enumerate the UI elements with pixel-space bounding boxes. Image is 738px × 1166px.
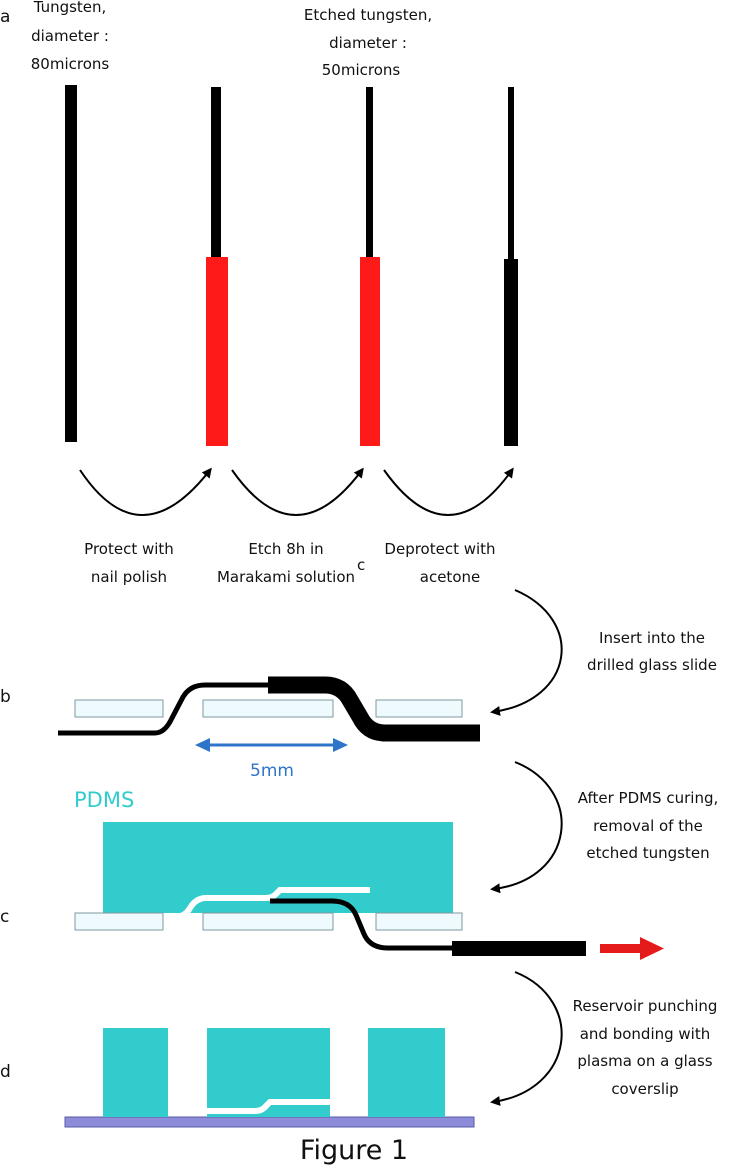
dimension-5mm: [195, 738, 348, 752]
step-etch-label: Etch 8h in Marakami solution: [217, 540, 355, 586]
panel-label-b: b: [0, 687, 11, 707]
pdms-block: [103, 822, 453, 913]
svg-text:drilled glass slide: drilled glass slide: [587, 656, 717, 674]
nail-polish-coating-2: [360, 257, 380, 446]
wire-protected: [206, 87, 228, 446]
svg-text:Tungsten,: Tungsten,: [33, 0, 107, 16]
glass-slide-b: [74, 699, 463, 718]
glass-slide-c: [74, 912, 463, 931]
svg-text:removal of the: removal of the: [593, 817, 703, 835]
nail-polish-coating-1: [206, 257, 228, 446]
svg-text:Etch 8h in: Etch 8h in: [248, 540, 323, 558]
svg-text:etched tungsten: etched tungsten: [586, 844, 709, 862]
step-insert-label: Insert into the drilled glass slide: [587, 629, 717, 674]
svg-text:Etched tungsten,: Etched tungsten,: [304, 6, 432, 24]
pdms-label: PDMS: [74, 788, 134, 812]
svg-text:plasma on a glass: plasma on a glass: [577, 1052, 712, 1070]
wire-inserted-thick: [268, 676, 480, 742]
process-arrow-insert: [490, 589, 563, 716]
panel-label-c: c: [0, 907, 9, 927]
pull-arrow: [600, 937, 664, 960]
tungsten-label: Tungsten, diameter : 80microns: [31, 0, 110, 73]
svg-text:nail polish: nail polish: [91, 568, 167, 586]
step-arrow-3: [383, 467, 514, 516]
svg-text:50microns: 50microns: [322, 61, 401, 79]
panel-label-a: a: [0, 7, 10, 27]
wire-tungsten: [65, 85, 77, 442]
svg-text:Deprotect with: Deprotect with: [384, 540, 495, 558]
panel-label-d: d: [0, 1062, 11, 1082]
svg-text:Reservoir punching: Reservoir punching: [573, 997, 718, 1015]
pdms-channel-d: [207, 1099, 330, 1114]
figure-caption: Figure 1: [300, 1135, 408, 1166]
panel-label-c-stray: c: [357, 556, 365, 574]
svg-text:acetone: acetone: [420, 568, 480, 586]
wire-removed-thick: [452, 941, 586, 956]
process-arrow-curing: [490, 761, 563, 894]
svg-text:coverslip: coverslip: [611, 1080, 678, 1098]
step-deprotect-label: Deprotect with acetone: [384, 540, 495, 586]
svg-text:and bonding with: and bonding with: [580, 1025, 711, 1043]
svg-text:diameter :: diameter :: [31, 27, 109, 45]
dimension-label: 5mm: [250, 761, 294, 781]
svg-text:Insert into the: Insert into the: [599, 629, 705, 647]
wire-removed-thin: [270, 898, 455, 951]
svg-text:Protect with: Protect with: [84, 540, 174, 558]
step-arrow-2: [231, 467, 364, 516]
wire-inserted-thin: [58, 682, 268, 736]
wire-deprotected: [504, 87, 518, 446]
svg-text:80microns: 80microns: [31, 55, 110, 73]
pdms-channel: [150, 887, 370, 920]
svg-text:diameter :: diameter :: [329, 34, 407, 52]
process-arrow-bonding: [490, 971, 563, 1106]
step-protect-label: Protect with nail polish: [84, 540, 174, 586]
step-arrow-1: [79, 467, 212, 516]
wire-etched: [360, 87, 380, 446]
svg-text:Marakami solution: Marakami solution: [217, 568, 355, 586]
step-curing-label: After PDMS curing, removal of the etched…: [578, 789, 719, 862]
glass-coverslip: [64, 1116, 475, 1128]
etched-tungsten-label: Etched tungsten, diameter : 50microns: [304, 6, 432, 79]
svg-text:After PDMS curing,: After PDMS curing,: [578, 789, 719, 807]
step-bonding-label: Reservoir punching and bonding with plas…: [573, 997, 718, 1098]
